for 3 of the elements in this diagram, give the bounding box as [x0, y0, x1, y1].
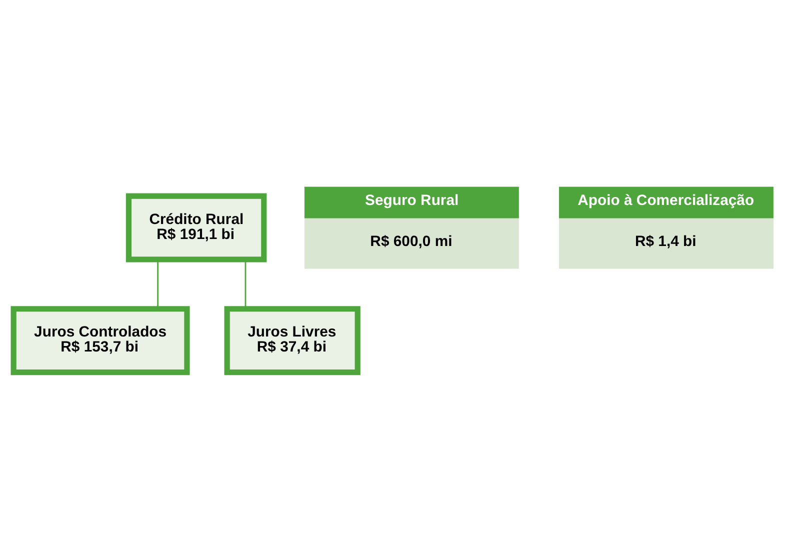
node-box: Juros Livres R$ 37,4 bi: [224, 306, 360, 375]
node-box: Juros Controlados R$ 153,7 bi: [10, 306, 190, 375]
node-box: Crédito Rural R$ 191,1 bi: [126, 192, 267, 262]
